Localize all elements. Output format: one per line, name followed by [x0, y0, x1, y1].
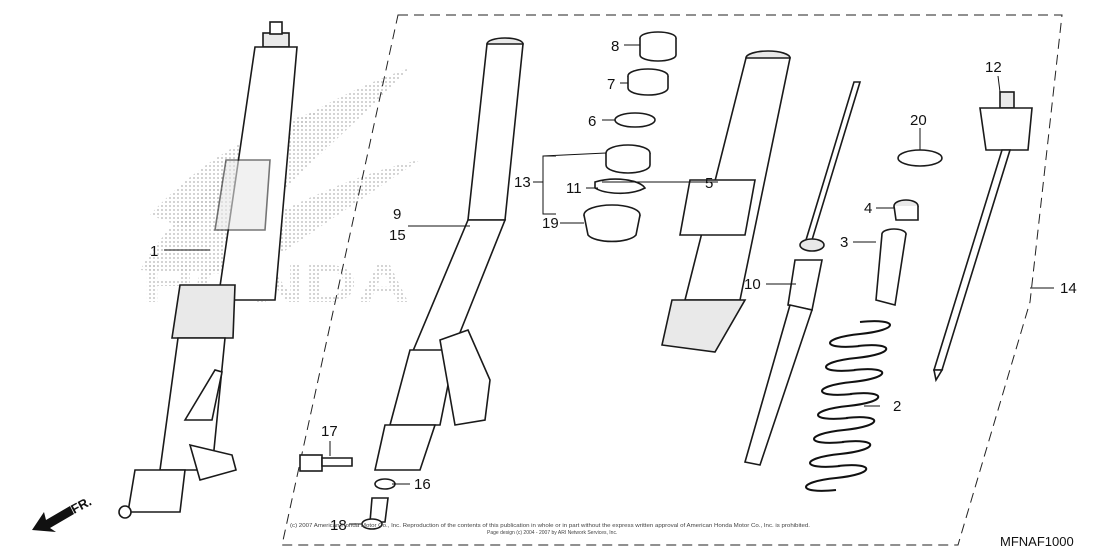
hardware-illustration: [299, 454, 396, 530]
callout-2: 2: [893, 398, 901, 415]
seal-stack-illustration: [583, 31, 677, 243]
spacer-illustration: [875, 199, 919, 306]
callout-5: 5: [705, 175, 713, 192]
callout-15: 15: [389, 227, 406, 244]
callout-20: 20: [910, 112, 927, 129]
callout-8: 8: [611, 38, 619, 55]
callout-3: 3: [840, 234, 848, 251]
fork-assembly-illustration: [118, 21, 298, 519]
callout-11: 11: [566, 180, 582, 197]
callout-19: 19: [542, 215, 559, 232]
callout-12: 12: [985, 59, 1002, 76]
fork-spring-illustration: [805, 320, 891, 492]
callout-16: 16: [414, 476, 431, 493]
copyright-line-1: (c) 2007 American Honda Motor Co., Inc. …: [290, 523, 810, 529]
callout-17: 17: [321, 423, 338, 440]
copyright-line-2: Page design (c) 2004 - 2007 by ARI Netwo…: [487, 530, 617, 536]
callout-9: 9: [393, 206, 401, 223]
callout-14: 14: [1060, 280, 1077, 297]
callout-1: 1: [150, 243, 158, 260]
fork-tube-illustration: [661, 50, 791, 353]
callout-6: 6: [588, 113, 596, 130]
leader-lines: [164, 44, 1054, 525]
arrow-down-left-icon: [32, 506, 74, 532]
front-direction-indicator: FR.: [32, 494, 94, 532]
callout-4: 4: [864, 200, 872, 217]
callout-10: 10: [744, 276, 761, 293]
damper-rod-illustration: [743, 81, 862, 466]
diagram-code: MFNAF1000: [1000, 534, 1074, 549]
callout-7: 7: [607, 76, 615, 93]
fork-cap-bolt-illustration: [897, 91, 1033, 383]
outer-tube-illustration: [374, 37, 524, 471]
callout-18: 18: [330, 517, 347, 534]
callout-13: 13: [514, 174, 531, 191]
callout-labels: 1 2 3 4 5 6 7 8 9 15 10 11 12 13 14 16 1…: [150, 38, 1077, 534]
